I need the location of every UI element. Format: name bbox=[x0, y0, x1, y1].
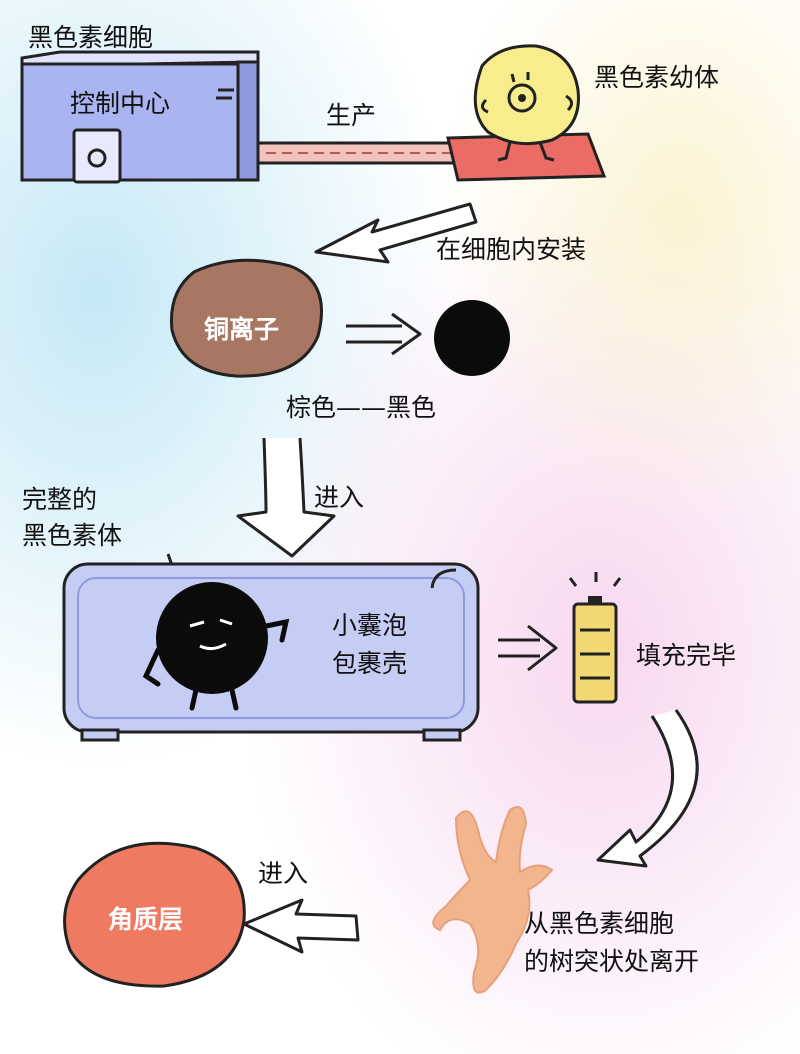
machine-port bbox=[72, 128, 122, 184]
label-control-center: 控制中心 bbox=[70, 89, 171, 118]
label-brown-to-black: 棕色——黑色 bbox=[286, 393, 437, 422]
label-produce: 生产 bbox=[326, 101, 377, 130]
melanosome-character bbox=[142, 582, 290, 711]
stratum-corneum bbox=[63, 841, 246, 988]
vesicle-capsule bbox=[62, 562, 480, 742]
label-melanocyte: 黑色素细胞 bbox=[28, 23, 154, 52]
label-complete-line2: 黑色素体 bbox=[22, 521, 123, 550]
enter-left-arrow bbox=[242, 898, 360, 954]
black-melanin-dot bbox=[434, 300, 510, 376]
label-leave-line1: 从黑色素细胞 bbox=[524, 909, 675, 938]
label-vesicle-line1: 小囊泡 bbox=[332, 611, 408, 640]
install-arrow bbox=[314, 202, 478, 264]
copper-ion bbox=[169, 258, 323, 378]
control-center-machine bbox=[20, 50, 260, 184]
filling-arrow bbox=[498, 624, 558, 672]
label-install-in-cell: 在细胞内安装 bbox=[436, 235, 587, 264]
label-leave-line2: 的树突状处离开 bbox=[524, 947, 700, 976]
label-vesicle-line2: 包裹壳 bbox=[332, 649, 408, 678]
label-premelanosome: 黑色素幼体 bbox=[594, 63, 720, 92]
curved-arrow bbox=[596, 709, 699, 868]
production-conveyor bbox=[256, 132, 607, 182]
label-filling-done: 填充完毕 bbox=[636, 641, 737, 670]
battery-icon bbox=[568, 572, 622, 704]
label-complete-line1: 完整的 bbox=[22, 485, 98, 514]
label-stratum-corneum: 角质层 bbox=[108, 905, 184, 934]
label-enter-top: 进入 bbox=[314, 483, 365, 512]
dendrite bbox=[432, 806, 554, 994]
label-copper-ion: 铜离子 bbox=[204, 315, 280, 344]
enter-down-arrow bbox=[236, 437, 336, 558]
brown-to-black-arrow bbox=[346, 312, 422, 356]
premelanosome-character bbox=[473, 44, 580, 162]
label-enter-bottom: 进入 bbox=[258, 859, 309, 888]
